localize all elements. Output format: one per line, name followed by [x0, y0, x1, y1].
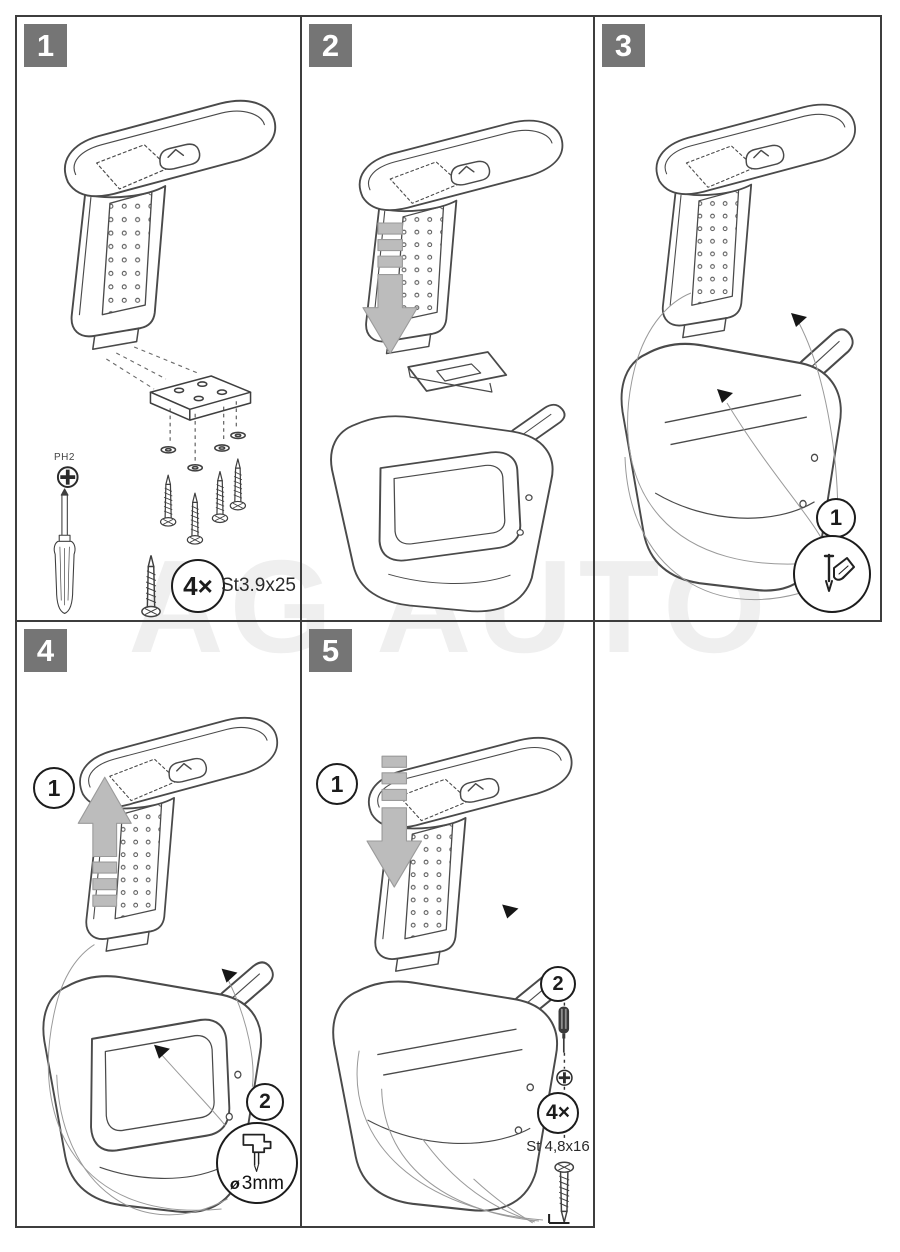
drill-dimension: ø 3mm: [230, 1174, 284, 1193]
console-drawing: [330, 403, 566, 613]
panel-4-drawing: [42, 716, 279, 1216]
step-badge: 1: [316, 763, 358, 805]
snap-point-arrow-icon: [502, 904, 519, 919]
alignment-dashes: [106, 346, 198, 390]
step-panel-1: 1 PH2 4× St3.9x25: [15, 15, 302, 622]
screw-icon: [554, 1161, 575, 1223]
phillips-bit-icon: [555, 1068, 574, 1087]
step-panel-2: 2: [302, 15, 595, 622]
panel-number-badge: 2: [309, 24, 352, 67]
step-panel-5: 5 1 2 4× St 4,8x16: [302, 622, 595, 1228]
screw-icon: [141, 554, 161, 618]
drill-size-label: 3mm: [241, 1173, 284, 1194]
quantity-badge: 4×: [171, 559, 225, 613]
phillips-bit-icon: [56, 465, 80, 489]
step-badge: 1: [33, 767, 75, 809]
bit-size-label: PH2: [54, 452, 75, 463]
step-panel-4: 4 1 2 ø 3mm: [15, 622, 302, 1228]
step-panel-3: 3 1: [595, 15, 882, 622]
panel-number-badge: 5: [309, 629, 352, 672]
snap-point-arrow-icon: [717, 389, 733, 403]
push-clip-hand-icon: [823, 553, 855, 593]
panel-2-drawing: [330, 119, 566, 613]
adapter-bracket: [407, 351, 508, 393]
screwdriver-icon: [53, 488, 76, 614]
snap-point-arrow-icon: [154, 1044, 170, 1059]
leader-lines: [47, 944, 254, 1216]
panel-5-drawing: [332, 736, 575, 1224]
panel-number-badge: 1: [24, 24, 67, 67]
corner-mark: [548, 1213, 570, 1224]
drill-icon: [242, 1133, 272, 1173]
armrest-drawing: [655, 103, 856, 339]
screw-spec-label: St 4,8x16: [526, 1138, 590, 1155]
diameter-symbol: ø: [229, 1176, 240, 1193]
drill-callout: ø 3mm: [216, 1122, 298, 1204]
step-badge: 2: [540, 966, 576, 1002]
snap-point-arrow-icon: [221, 968, 238, 983]
step-badge: 1: [816, 498, 856, 538]
armrest-drawing: [63, 99, 277, 351]
console-drawing: [332, 967, 571, 1212]
screw-spec-label: St3.9x25: [221, 575, 296, 596]
quantity-badge: 4×: [537, 1092, 579, 1134]
panel-number-badge: 4: [24, 629, 67, 672]
mounting-plate-exploded: [150, 376, 250, 544]
small-screwdriver-icon: [558, 1006, 570, 1053]
push-clip-callout: [793, 535, 871, 613]
panel-number-badge: 3: [602, 24, 645, 67]
snap-point-arrow-icon: [791, 313, 807, 327]
panel-1-drawing: [53, 99, 277, 618]
step-badge: 2: [246, 1083, 284, 1121]
leader-lines: [356, 1050, 544, 1224]
